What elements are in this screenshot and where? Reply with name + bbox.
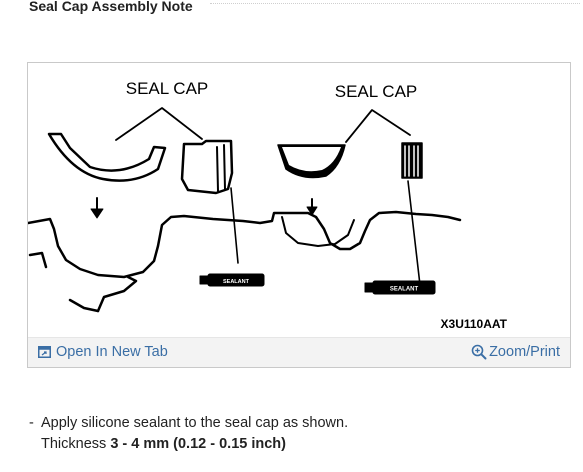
top-divider [210, 3, 580, 4]
sealant-note: -Apply silicone sealant to the seal cap … [29, 413, 348, 455]
zoom-print-label: Zoom/Print [489, 344, 560, 360]
right-seal-cap-side [401, 142, 423, 179]
figure-code: X3U110AAT [441, 317, 508, 331]
left-seal-cap-side [180, 139, 234, 195]
sealant-label-left: SEALANT [223, 279, 250, 285]
sealant-label-right: SEALANT [390, 287, 419, 293]
thickness-label: Thickness [41, 436, 107, 452]
seal-cap-diagram: SEAL CAP SEAL CAP SEALANT SEALANT X3U110… [28, 79, 508, 331]
open-in-new-tab-link[interactable]: Open In New Tab [38, 343, 168, 361]
note-instruction: Apply silicone sealant to the seal cap a… [41, 415, 349, 431]
left-seal-cap-shape [47, 132, 167, 182]
zoom-print-link[interactable]: Zoom/Print [471, 343, 560, 361]
zoom-icon [471, 344, 487, 360]
open-tab-icon [38, 346, 51, 358]
open-in-new-tab-label: Open In New Tab [56, 344, 168, 360]
figure-footer: Open In New Tab Zoom/Print [28, 337, 570, 367]
engine-block-outline [28, 210, 462, 279]
note-line-2: Thickness 3 - 4 mm (0.12 - 0.15 inch) [29, 434, 348, 455]
note-bullet: - [29, 415, 34, 431]
figure-panel: SEAL CAP SEAL CAP SEALANT SEALANT X3U110… [27, 62, 571, 368]
page-title: Seal Cap Assembly Note [29, 0, 193, 14]
seal-cap-label-right: SEAL CAP [335, 82, 418, 101]
thickness-value: 3 - 4 mm (0.12 - 0.15 inch) [110, 436, 286, 452]
seal-cap-label-left: SEAL CAP [126, 79, 209, 98]
note-line-1: -Apply silicone sealant to the seal cap … [29, 413, 348, 434]
